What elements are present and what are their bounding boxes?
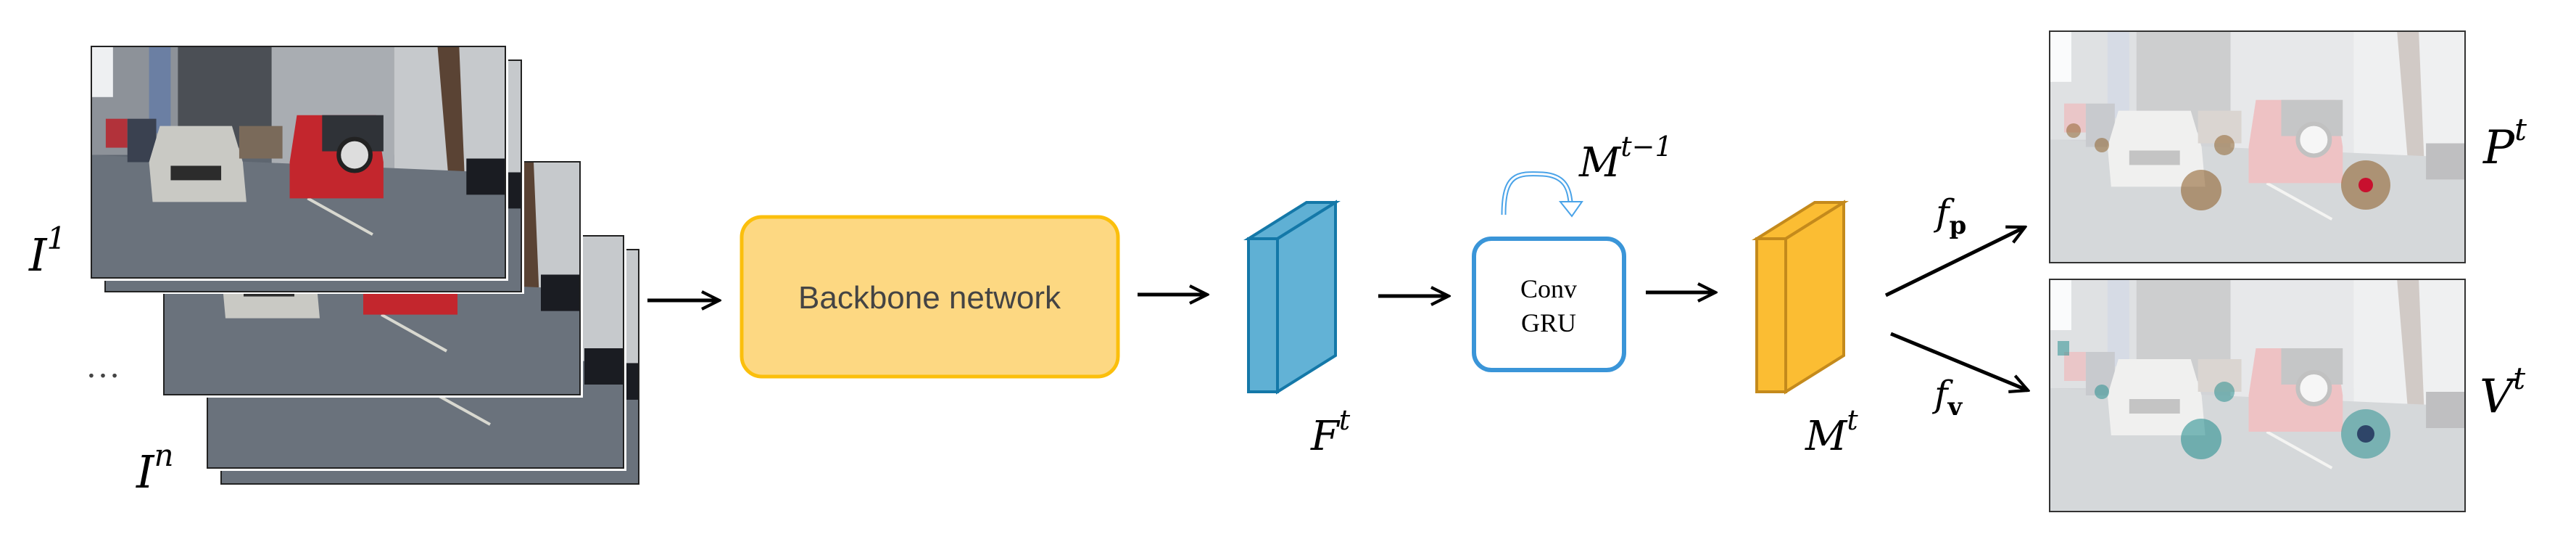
output-heatmap-p [2049,30,2466,263]
backbone-label: Backbone network [798,280,1061,316]
label-output-v: Vt [2480,361,2525,424]
output-heatmap-v [2049,279,2466,512]
label-memory: Mt [1805,404,1858,460]
label-head-p: fp [1933,192,1966,240]
arrow-head-v [1890,332,2028,390]
feature-map-slab [1243,200,1341,395]
label-head-v: fv [1931,373,1963,422]
label-input-last: In [136,438,174,498]
convgru-label-gru: GRU [1521,308,1576,337]
arrow-head-p [1884,227,2025,297]
backbone-network-block: Backbone network [740,215,1120,379]
convgru-box [1472,237,1626,372]
label-memory-prev: Mt−1 [1578,131,1673,186]
label-input-first: I1 [28,221,66,282]
input-frame-1 [90,45,508,281]
recurrent-loop-icon [1501,171,1583,218]
heat-blob [2181,170,2221,210]
label-features: Ft [1310,404,1351,460]
heat-blob [2181,419,2221,459]
convgru-label-conv: Conv [1520,274,1577,303]
label-input-ellipsis: … [86,347,120,385]
backbone-box [740,215,1120,379]
label-output-p: Pt [2482,112,2527,175]
convgru-block: Conv GRU [1472,237,1626,372]
input-frame-stack [90,45,640,485]
memory-map-slab [1752,200,1849,395]
